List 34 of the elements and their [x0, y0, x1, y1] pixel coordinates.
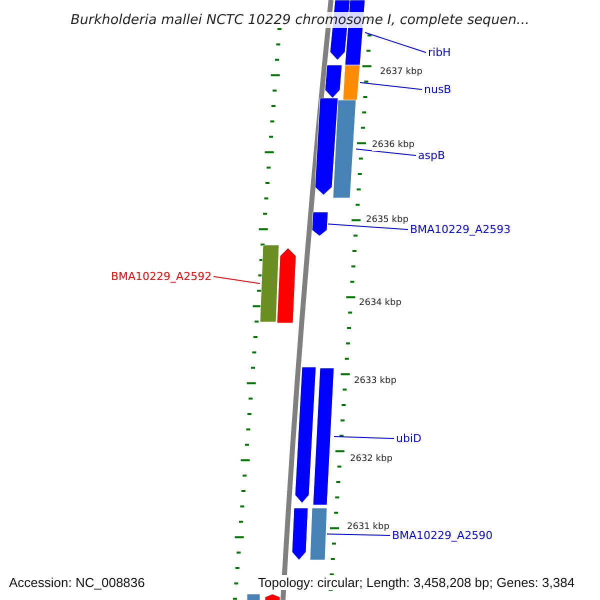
gene-arrow-shape [295, 367, 316, 503]
map-title: Burkholderia mallei NCTC 10229 chromosome I, complete sequen... [70, 12, 530, 28]
gene-bar [343, 65, 360, 100]
leader-line [334, 436, 394, 439]
scale-label: 2632 kbp [350, 454, 392, 465]
scale-label: 2637 kbp [380, 67, 422, 78]
gene-label: BMA10229_A2592 [111, 270, 212, 283]
leader-line [360, 82, 422, 90]
gene-arrow-shape [312, 212, 328, 236]
map-info-text: Topology: circular; Length: 3,458,208 bp; Genes: 3,384 [258, 575, 575, 590]
scale-label: 2633 kbp [354, 376, 396, 387]
scale-label: 2635 kbp [366, 215, 408, 226]
gene-label: ribH [428, 46, 451, 59]
leader-line [328, 224, 408, 230]
map-info-text: Accession: NC_008836 [9, 575, 145, 590]
gene-bar [333, 100, 356, 198]
scale-label: 2634 kbp [359, 298, 402, 309]
gene-bar [310, 508, 327, 560]
scale-label: 2631 kbp [347, 522, 390, 533]
gene-label: nusB [424, 83, 452, 96]
gene-label: ubiD [396, 432, 422, 445]
gene-arrow-shape [277, 248, 296, 323]
gene-bar [313, 368, 334, 505]
gene-label: BMA10229_A2593 [410, 223, 511, 236]
gene-bar [260, 245, 279, 322]
gene-arrow-shape [325, 65, 342, 98]
scale-label: 2636 kbp [372, 140, 414, 151]
leader-line [364, 32, 426, 53]
leader-line [213, 276, 260, 284]
gene-label: aspB [418, 149, 446, 162]
leader-line [356, 148, 416, 156]
gene-arrow-shape [292, 508, 308, 560]
gene-label: BMA10229_A2590 [392, 529, 493, 542]
leader-line [326, 534, 390, 536]
